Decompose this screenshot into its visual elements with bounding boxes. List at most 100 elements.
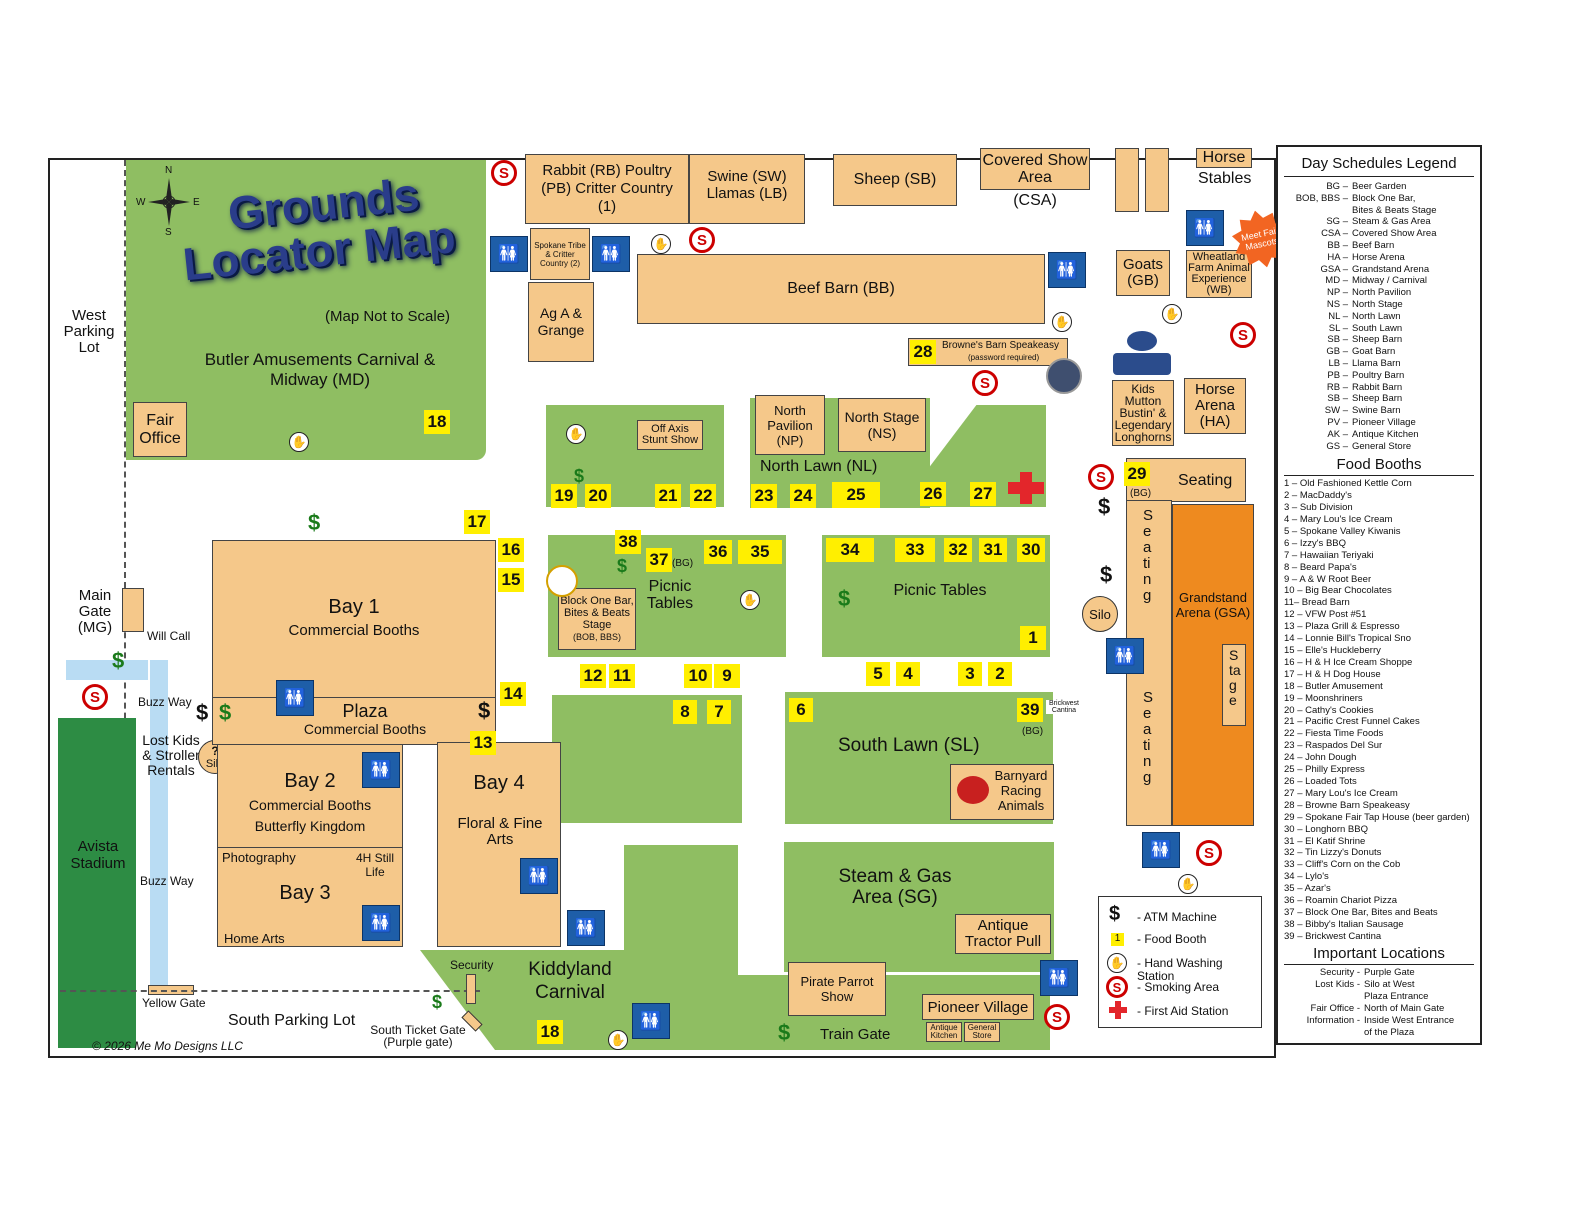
food-booth-18[interactable]: 18 xyxy=(424,410,450,434)
food-booth-37[interactable]: 37 xyxy=(646,548,672,572)
atm-icon[interactable]: $ xyxy=(778,1020,791,1045)
food-booth-4[interactable]: 4 xyxy=(896,662,920,686)
smoking-area-icon[interactable]: S xyxy=(1088,464,1114,490)
atm-icon[interactable]: $ xyxy=(574,466,585,486)
food-booth-29[interactable]: 29 xyxy=(1124,462,1150,486)
atm-icon[interactable]: $ xyxy=(1100,562,1113,587)
food-booth-31[interactable]: 31 xyxy=(979,538,1007,562)
restroom-icon[interactable]: 🚻 xyxy=(1040,960,1078,996)
sheep-barn[interactable]: Sheep (SB) xyxy=(833,154,957,206)
general-store[interactable]: General Store xyxy=(964,1022,1000,1042)
beef-barn[interactable]: Beef Barn (BB) xyxy=(637,254,1045,324)
food-booth-12[interactable]: 12 xyxy=(580,664,606,688)
restroom-icon[interactable]: 🚻 xyxy=(632,1003,670,1039)
atm-icon[interactable]: $ xyxy=(617,556,628,576)
food-booth-1[interactable]: 1 xyxy=(1020,626,1046,650)
plaza[interactable] xyxy=(212,697,496,745)
atm-icon[interactable]: $ xyxy=(219,700,232,725)
atm-icon[interactable]: $ xyxy=(112,648,125,673)
smoking-area-icon[interactable]: S xyxy=(1044,1004,1070,1030)
atm-icon[interactable]: $ xyxy=(308,510,321,535)
restroom-icon[interactable]: 🚻 xyxy=(362,905,400,941)
horse-arena[interactable]: Horse Arena (HA) xyxy=(1184,378,1246,434)
smoking-area-icon[interactable]: S xyxy=(1230,322,1256,348)
smoking-area-icon[interactable]: S xyxy=(689,227,715,253)
hand-washing-icon[interactable]: ✋ xyxy=(740,590,760,610)
hand-washing-icon[interactable]: ✋ xyxy=(1052,312,1072,332)
bay-4[interactable] xyxy=(437,742,561,947)
restroom-icon[interactable]: 🚻 xyxy=(1186,210,1224,246)
food-booth-33[interactable]: 33 xyxy=(895,538,935,562)
food-booth-28[interactable]: 28 xyxy=(910,340,936,364)
kids-mutton-bustin[interactable]: Kids Mutton Bustin' & Legendary Longhorn… xyxy=(1112,380,1174,446)
ag-grange[interactable]: Ag A & Grange xyxy=(528,282,594,362)
food-booth-25[interactable]: 25 xyxy=(832,482,880,508)
swine-llama-barn[interactable] xyxy=(689,154,805,224)
food-booth-20[interactable]: 20 xyxy=(585,484,611,508)
hand-washing-icon[interactable]: ✋ xyxy=(289,432,309,452)
food-booth-23[interactable]: 23 xyxy=(751,484,777,508)
atm-icon[interactable]: $ xyxy=(432,992,443,1012)
food-booth-24[interactable]: 24 xyxy=(790,484,816,508)
food-booth-10[interactable]: 10 xyxy=(684,664,712,688)
fair-office[interactable]: Fair Office xyxy=(133,402,187,457)
rabbit-poultry-barn[interactable] xyxy=(525,154,689,224)
goat-barn[interactable]: Goats (GB) xyxy=(1116,250,1170,296)
north-pavilion[interactable]: North Pavilion (NP) xyxy=(755,395,825,455)
smoking-area-icon[interactable]: S xyxy=(972,370,998,396)
stable-1[interactable] xyxy=(1115,148,1139,212)
food-booth-22[interactable]: 22 xyxy=(690,484,716,508)
antique-tractor-pull[interactable]: Antique Tractor Pull xyxy=(955,914,1051,954)
food-booth-35[interactable]: 35 xyxy=(738,540,782,564)
hand-washing-icon[interactable]: ✋ xyxy=(651,234,671,254)
food-booth-19[interactable]: 19 xyxy=(551,484,577,508)
food-booth-11[interactable]: 11 xyxy=(609,664,635,688)
restroom-icon[interactable]: 🚻 xyxy=(1048,252,1086,288)
food-booth-36[interactable]: 36 xyxy=(704,540,732,564)
stable-2[interactable] xyxy=(1145,148,1169,212)
food-booth-34[interactable]: 34 xyxy=(826,538,874,562)
food-booth-39[interactable]: 39 xyxy=(1017,698,1043,722)
grandstand-stage[interactable] xyxy=(1222,644,1246,726)
food-booth-18b[interactable]: 18 xyxy=(537,1020,563,1044)
food-booth-8[interactable]: 8 xyxy=(673,700,697,724)
atm-icon[interactable]: $ xyxy=(838,586,851,611)
food-booth-26[interactable]: 26 xyxy=(920,482,946,506)
food-booth-2[interactable]: 2 xyxy=(988,662,1012,686)
atm-icon[interactable]: $ xyxy=(478,698,491,723)
silo-east[interactable]: Silo xyxy=(1082,596,1118,632)
pioneer-village[interactable]: Pioneer Village xyxy=(922,994,1034,1020)
first-aid-icon[interactable] xyxy=(1008,472,1044,504)
restroom-icon[interactable]: 🚻 xyxy=(567,910,605,946)
food-booth-21[interactable]: 21 xyxy=(655,484,681,508)
food-booth-32[interactable]: 32 xyxy=(944,538,972,562)
hand-washing-icon[interactable]: ✋ xyxy=(566,424,586,444)
antique-kitchen[interactable]: Antique Kitchen xyxy=(926,1022,962,1042)
food-booth-3[interactable]: 3 xyxy=(958,662,982,686)
smoking-area-icon[interactable]: S xyxy=(82,684,108,710)
restroom-icon[interactable]: 🚻 xyxy=(1142,832,1180,868)
hand-washing-icon[interactable]: ✋ xyxy=(1178,874,1198,894)
restroom-icon[interactable]: 🚻 xyxy=(1106,638,1144,674)
wheatland-barn[interactable]: Wheatland Farm Animal Experience (WB) xyxy=(1186,250,1252,298)
smoking-area-icon[interactable]: S xyxy=(1196,840,1222,866)
food-booth-17[interactable]: 17 xyxy=(464,510,490,534)
atm-icon[interactable]: $ xyxy=(1098,494,1111,519)
bay-1[interactable] xyxy=(212,540,496,698)
hand-washing-icon[interactable]: ✋ xyxy=(1162,304,1182,324)
covered-show-area[interactable]: Covered Show Area xyxy=(980,148,1090,190)
food-booth-30[interactable]: 30 xyxy=(1017,538,1045,562)
restroom-icon[interactable]: 🚻 xyxy=(520,858,558,894)
horse-stables[interactable]: Horse xyxy=(1196,148,1252,168)
food-booth-38[interactable]: 38 xyxy=(615,530,641,554)
restroom-icon[interactable]: 🚻 xyxy=(490,236,528,272)
hand-washing-icon[interactable]: ✋ xyxy=(608,1030,628,1050)
will-call-booth[interactable] xyxy=(122,588,144,632)
food-booth-14[interactable]: 14 xyxy=(500,682,526,706)
food-booth-16[interactable]: 16 xyxy=(498,538,524,562)
north-stage[interactable]: North Stage (NS) xyxy=(838,398,926,452)
food-booth-15[interactable]: 15 xyxy=(498,568,524,592)
off-axis-stunt-show[interactable]: Off Axis Stunt Show xyxy=(637,420,703,450)
restroom-icon[interactable]: 🚻 xyxy=(276,680,314,716)
atm-icon[interactable]: $ xyxy=(196,700,209,725)
